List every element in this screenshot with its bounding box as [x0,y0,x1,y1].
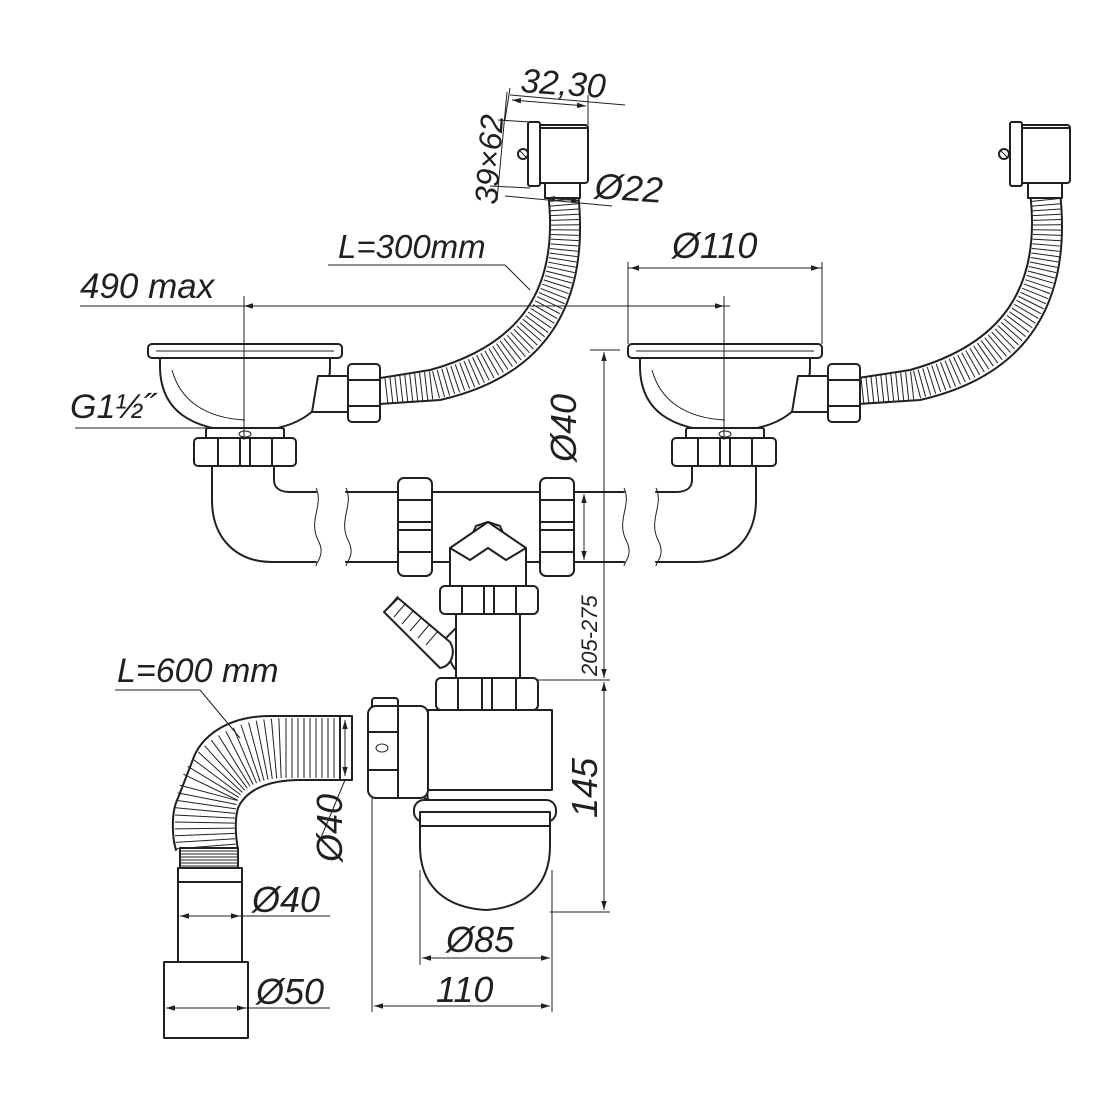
tee-fitting [397,477,575,593]
outlet-diameter-label: Ø40 [309,794,350,863]
left-overflow-hose [379,191,582,405]
overflow-hose-length-label: L=300mm [338,228,486,265]
corrugated-outer-diameter-label: Ø50 [255,971,324,1012]
height-range-label: 205-275 [577,594,602,677]
bottle-trap [367,697,557,911]
corrugated-drain-hose [163,715,353,1039]
pipe-diameter-label: Ø40 [543,394,584,463]
corrugated-inner-diameter-label: Ø40 [251,879,320,920]
connector-size-label: 32,30 [519,62,607,106]
left-overflow-head [517,121,589,199]
corrugated-length-label: L=600 mm [117,652,279,690]
overflow-size-label: 39×62 [468,113,510,205]
cup-diameter-label: Ø85 [445,919,515,960]
overflow-hose-diameter-label: Ø22 [592,165,664,211]
right-overflow-head [998,121,1071,199]
thread-label: G1½˝ [70,388,158,426]
strainer-diameter-label: Ø110 [671,225,757,266]
max-width-label: 490 max [80,267,216,306]
right-elbow-pipe [569,465,757,567]
vertical-riser [383,585,539,711]
trap-height-label: 145 [564,757,605,818]
right-strainer [627,343,861,467]
trap-width-label: 110 [436,969,493,1010]
left-elbow-pipe [211,465,401,567]
right-overflow-hose [857,191,1063,405]
left-strainer [147,343,381,467]
dimension-lines [75,87,823,1012]
dimension-labels: 32,30 39×62 Ø22 L=300mm Ø110 490 max G1½… [70,62,757,1012]
